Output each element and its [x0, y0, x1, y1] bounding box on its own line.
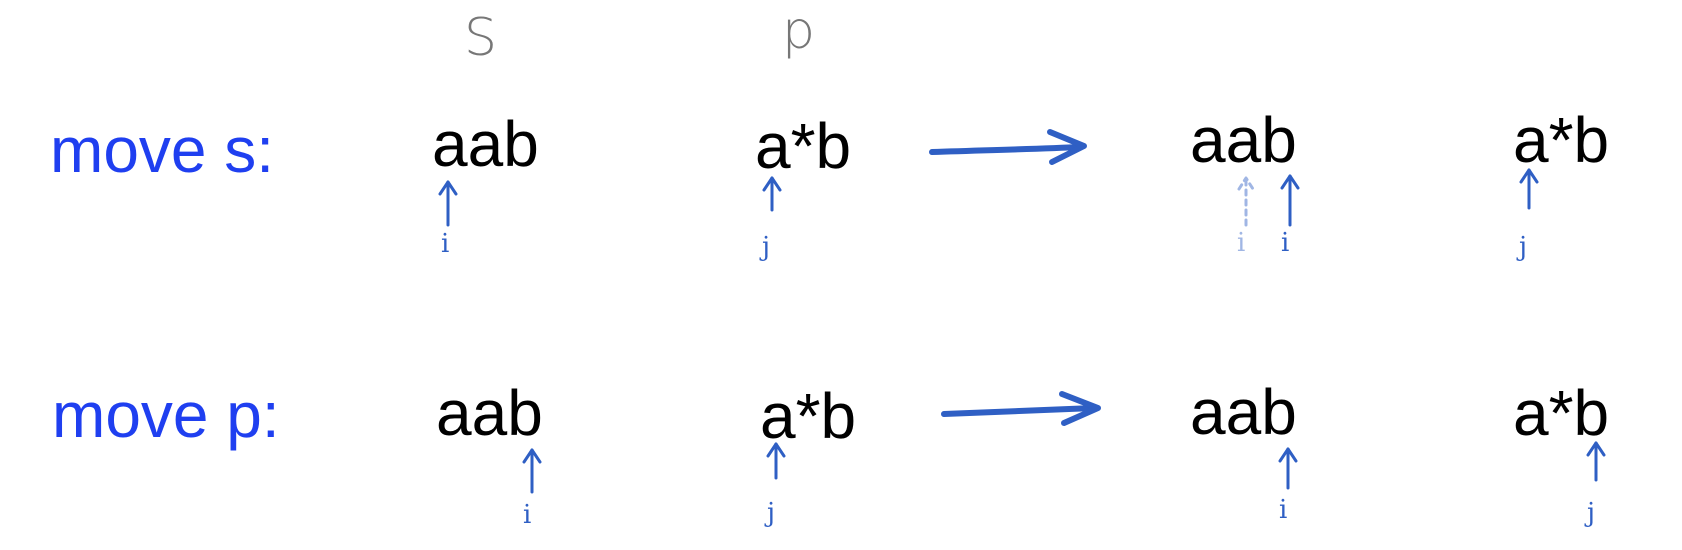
row2-right-j-pointer-label: j [1587, 498, 1596, 528]
header-p: p [782, 1, 816, 61]
row1-left-j-pointer-label: j [762, 232, 771, 262]
row1-right-s-string: aab [1190, 104, 1297, 176]
row2-left-j-pointer-label: j [767, 498, 776, 528]
row2-transition-arrow [941, 391, 1101, 426]
row2-right-i-pointer-arrow [1278, 447, 1298, 490]
row1-right-p-string: a*b [1513, 104, 1610, 176]
row2-right-s-string: aab [1190, 376, 1297, 448]
header-s: S [464, 8, 498, 68]
row1-right-i-prev-pointer-label: i [1237, 228, 1246, 258]
row2-left-j-pointer-arrow [766, 442, 786, 480]
row1-right-j-pointer-label: j [1519, 232, 1528, 262]
row-label-move-p: move p: [52, 379, 280, 451]
row1-left-j-pointer-arrow [762, 176, 782, 212]
row2-left-i-pointer-label: i [523, 500, 532, 530]
row1-right-j-pointer-arrow [1519, 168, 1539, 210]
row1-left-s-string: aab [432, 108, 539, 180]
row1-left-p-string: a*b [755, 110, 852, 182]
row2-left-p-string: a*b [760, 380, 857, 452]
row1-left-i-pointer-label: i [441, 229, 450, 259]
row1-left-i-pointer-arrow [438, 180, 458, 227]
row-label-move-s: move s: [50, 114, 275, 186]
row1-right-i-pointer-arrow [1280, 174, 1300, 227]
row1-right-i-prev-pointer-arrow [1237, 176, 1255, 227]
row2-right-p-string: a*b [1513, 377, 1610, 449]
row2-right-j-pointer-arrow [1586, 441, 1606, 482]
row2-left-i-pointer-arrow [522, 448, 542, 494]
row1-right-i-pointer-label: i [1281, 228, 1290, 258]
row2-left-s-string: aab [436, 377, 543, 449]
row1-transition-arrow [929, 129, 1087, 165]
row2-right-i-pointer-label: i [1279, 495, 1288, 525]
